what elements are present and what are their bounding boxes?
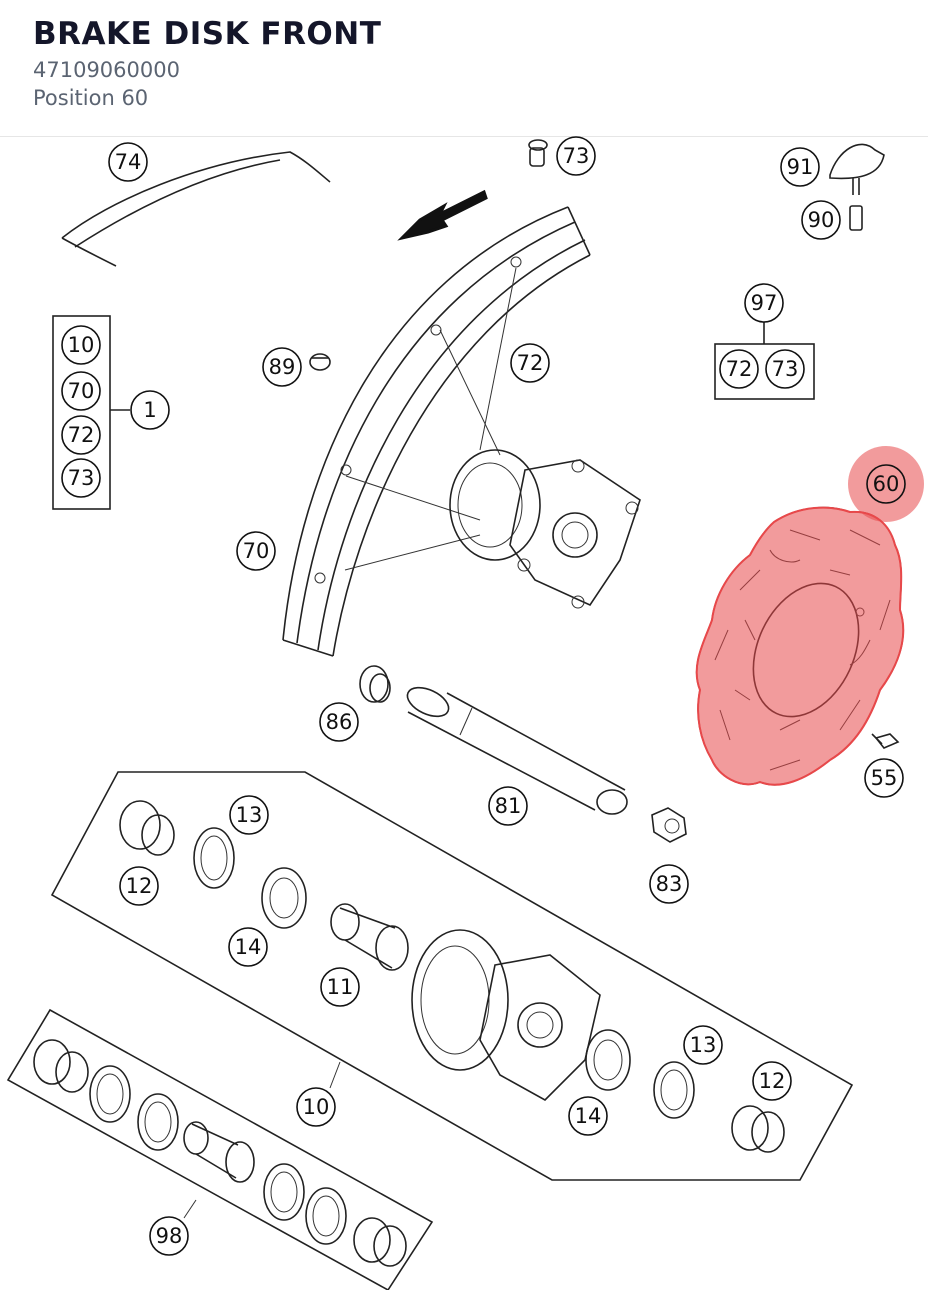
svg-text:90: 90 — [808, 208, 835, 232]
callout-1-72[interactable]: 72 — [61, 415, 101, 455]
assembly-1-group-box — [52, 315, 130, 510]
svg-text:13: 13 — [236, 803, 263, 827]
svg-text:73: 73 — [68, 466, 95, 490]
wheel-rim-drawing — [282, 206, 591, 657]
callout-72[interactable]: 72 — [510, 343, 550, 383]
svg-text:98: 98 — [156, 1224, 183, 1248]
callout-12-right[interactable]: 12 — [752, 1061, 792, 1101]
svg-text:1: 1 — [143, 398, 156, 422]
svg-text:70: 70 — [68, 379, 95, 403]
svg-text:72: 72 — [68, 423, 95, 447]
svg-text:73: 73 — [563, 144, 590, 168]
axle-81-drawing — [406, 686, 628, 815]
callout-1-70[interactable]: 70 — [61, 371, 101, 411]
svg-text:12: 12 — [759, 1069, 786, 1093]
svg-text:72: 72 — [726, 357, 753, 381]
callout-97-72[interactable]: 72 — [719, 349, 759, 389]
assembly-97-group-box — [714, 322, 815, 400]
callout-12-left[interactable]: 12 — [119, 866, 159, 906]
callout-60-highlight — [848, 446, 924, 522]
callout-60[interactable]: 60 — [866, 464, 906, 504]
sleeve-90-drawing — [849, 205, 863, 231]
callout-73-top[interactable]: 73 — [556, 136, 596, 176]
svg-text:12: 12 — [126, 874, 153, 898]
callout-89[interactable]: 89 — [262, 347, 302, 387]
svg-text:89: 89 — [269, 355, 296, 379]
svg-text:97: 97 — [751, 291, 778, 315]
callout-1[interactable]: 1 — [130, 390, 170, 430]
svg-text:11: 11 — [327, 975, 354, 999]
spacer-86-drawing — [359, 665, 391, 703]
spokes-drawing — [344, 267, 517, 571]
leader-lines — [183, 1061, 341, 1219]
hub-kit-parts-drawing — [119, 800, 785, 1153]
callout-13-left[interactable]: 13 — [229, 795, 269, 835]
callout-97[interactable]: 97 — [744, 283, 784, 323]
callout-13-right[interactable]: 13 — [683, 1025, 723, 1065]
brake-disk-highlight[interactable] — [695, 506, 905, 786]
callout-55[interactable]: 55 — [864, 758, 904, 798]
callout-1-10[interactable]: 10 — [61, 325, 101, 365]
callout-90[interactable]: 90 — [801, 200, 841, 240]
svg-text:13: 13 — [690, 1033, 717, 1057]
svg-text:81: 81 — [495, 794, 522, 818]
valve-91-drawing — [829, 143, 885, 195]
rim-band-drawing — [61, 151, 331, 267]
svg-text:83: 83 — [656, 872, 683, 896]
callout-10[interactable]: 10 — [296, 1087, 336, 1127]
svg-text:86: 86 — [326, 710, 353, 734]
rotation-arrow-icon — [397, 189, 488, 241]
part-title: BRAKE DISK FRONT — [33, 16, 382, 52]
callout-83[interactable]: 83 — [649, 864, 689, 904]
bearing-kit-group-outline — [6, 1008, 434, 1290]
svg-text:91: 91 — [787, 155, 814, 179]
callout-1-73[interactable]: 73 — [61, 458, 101, 498]
svg-text:72: 72 — [517, 351, 544, 375]
svg-text:14: 14 — [575, 1104, 602, 1128]
svg-text:10: 10 — [68, 333, 95, 357]
bearing-kit-parts-drawing — [33, 1039, 407, 1267]
callout-14-right[interactable]: 14 — [568, 1096, 608, 1136]
svg-text:14: 14 — [235, 935, 262, 959]
wheel-hub-drawing — [449, 449, 641, 609]
hub-kit-group-outline — [50, 771, 854, 1181]
part-header: BRAKE DISK FRONT 47109060000 Position 60 — [0, 0, 928, 137]
callout-81[interactable]: 81 — [488, 786, 528, 826]
callout-70[interactable]: 70 — [236, 531, 276, 571]
svg-text:10: 10 — [303, 1095, 330, 1119]
svg-text:70: 70 — [243, 539, 270, 563]
nut-83-drawing — [651, 807, 687, 843]
svg-text:73: 73 — [772, 357, 799, 381]
bolt-55-drawing — [871, 733, 900, 749]
svg-text:74: 74 — [115, 150, 142, 174]
svg-text:60: 60 — [873, 472, 900, 496]
callout-91[interactable]: 91 — [780, 147, 820, 187]
callout-97-73[interactable]: 73 — [765, 349, 805, 389]
callout-11[interactable]: 11 — [320, 967, 360, 1007]
position-label: Position 60 — [33, 86, 149, 110]
callout-98[interactable]: 98 — [149, 1216, 189, 1256]
callout-86[interactable]: 86 — [319, 702, 359, 742]
cap-89-drawing — [309, 353, 331, 371]
callout-74[interactable]: 74 — [108, 142, 148, 182]
bolt-73-drawing — [528, 139, 548, 167]
svg-text:55: 55 — [871, 766, 898, 790]
part-number: 47109060000 — [33, 58, 180, 82]
callout-14-left[interactable]: 14 — [228, 927, 268, 967]
